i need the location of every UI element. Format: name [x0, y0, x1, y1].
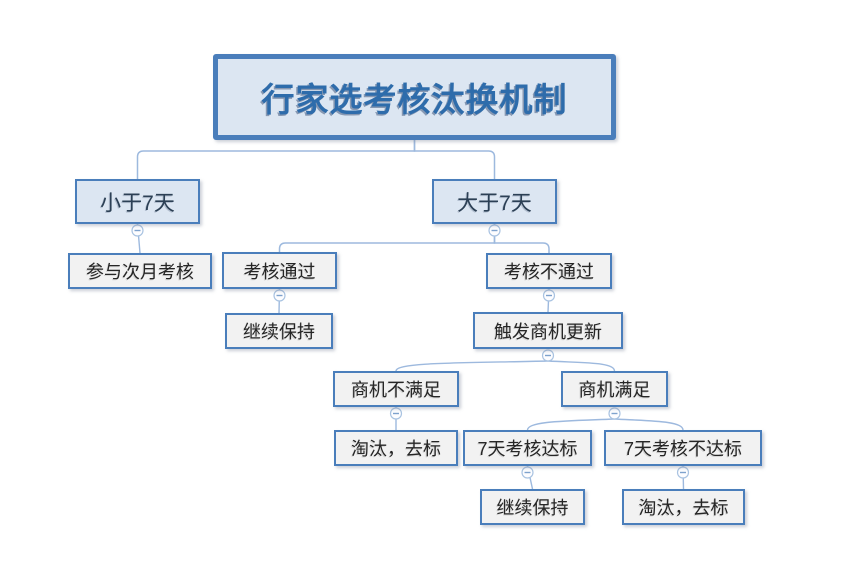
topic-fail-7d[interactable]: 7天考核不达标: [604, 430, 762, 466]
connector-line: [278, 224, 496, 252]
topic-next-month[interactable]: 参与次月考核: [68, 253, 212, 289]
root-topic[interactable]: 行家选考核汰换机制: [213, 54, 616, 140]
topic-gt7[interactable]: 大于7天: [432, 179, 557, 224]
connector-line: [547, 360, 616, 372]
collapse-badge[interactable]: [521, 466, 534, 479]
topic-out-1[interactable]: 淘汰，去标: [334, 430, 458, 466]
collapse-badge[interactable]: [676, 466, 690, 479]
topic-pass-7d[interactable]: 7天考核达标: [463, 430, 592, 466]
topic-lt7[interactable]: 小于7天: [75, 179, 200, 224]
collapse-badge[interactable]: [488, 224, 501, 237]
topic-trigger[interactable]: 触发商机更新: [473, 312, 623, 349]
collapse-badge[interactable]: [542, 289, 556, 302]
connector-line: [493, 224, 550, 253]
topic-out-2[interactable]: 淘汰，去标: [622, 489, 745, 525]
connector-line: [526, 418, 615, 431]
collapse-badge[interactable]: [541, 349, 555, 362]
topic-fail[interactable]: 考核不通过: [486, 253, 612, 289]
topic-keep-2[interactable]: 继续保持: [480, 489, 585, 525]
topic-biz-no[interactable]: 商机不满足: [333, 371, 459, 407]
collapse-badge[interactable]: [389, 407, 403, 420]
connector-line: [395, 360, 549, 372]
topic-pass[interactable]: 考核通过: [222, 252, 337, 289]
collapse-badge[interactable]: [608, 407, 621, 420]
connector-line: [614, 418, 684, 431]
topic-biz-yes[interactable]: 商机满足: [561, 371, 668, 407]
connector-line: [136, 140, 416, 179]
connector-line: [413, 140, 496, 179]
topic-keep-1[interactable]: 继续保持: [225, 313, 333, 349]
collapse-badge[interactable]: [273, 289, 286, 302]
collapse-badge[interactable]: [131, 224, 144, 237]
